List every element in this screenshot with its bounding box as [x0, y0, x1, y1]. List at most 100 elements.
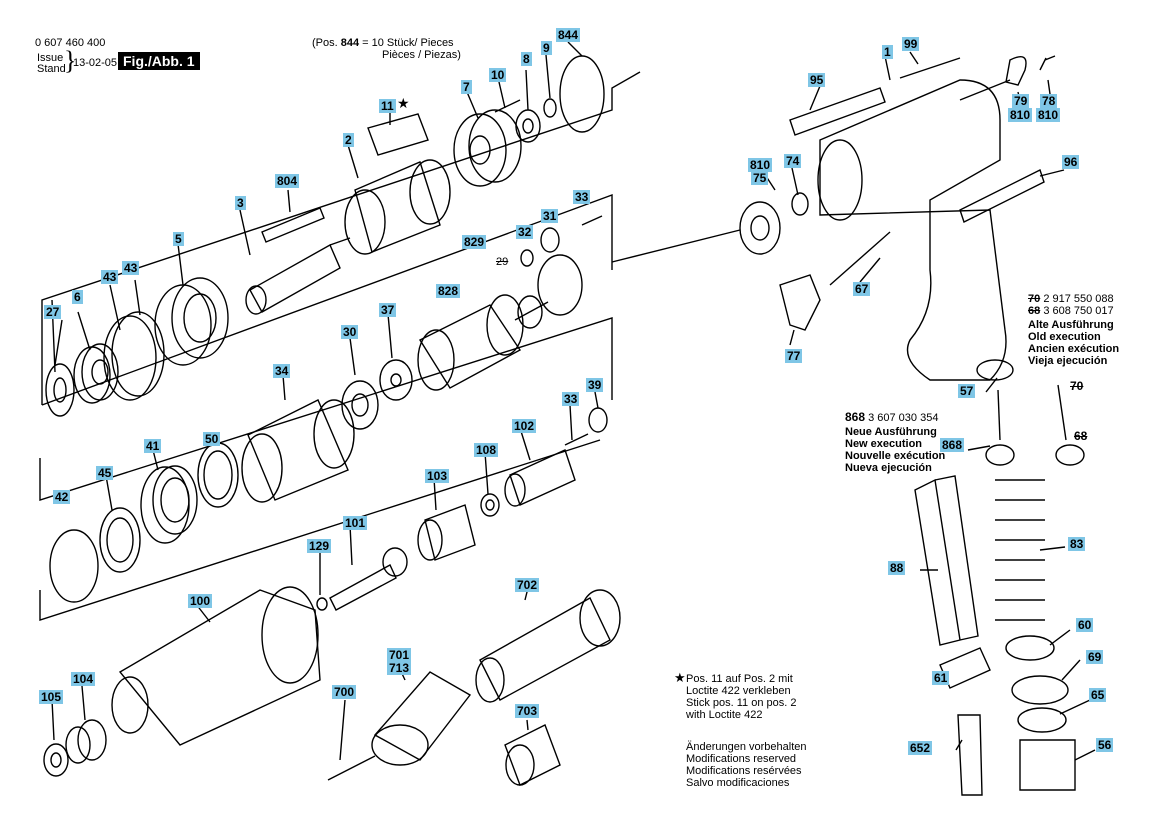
part-label: 79 — [1012, 94, 1030, 108]
issue-label: Issue — [37, 52, 64, 64]
part-703-shape — [504, 724, 561, 786]
part-100-shape — [118, 589, 321, 746]
modifications-line: Modifications resérvées — [686, 765, 802, 777]
part-8-shape — [515, 109, 541, 143]
new-num-868: 3 607 030 354 — [868, 412, 939, 424]
part-33a-shape — [581, 215, 603, 226]
pos-note-suffix: = 10 Stück/ Pieces — [359, 37, 454, 49]
part-103-shape — [424, 504, 476, 561]
part-label: 804 — [275, 174, 300, 188]
part-label: 43 — [101, 270, 119, 284]
part-37-shape — [379, 359, 413, 401]
part-129-shape — [316, 597, 328, 611]
part-label: 57 — [958, 384, 976, 398]
old-execution-text: Vieja ejecución — [1028, 355, 1108, 367]
part-43-shape — [103, 315, 157, 401]
star-note-line: with Loctite 422 — [686, 709, 763, 721]
part-label: 42 — [53, 490, 71, 504]
part-label: 2 — [343, 133, 354, 147]
star-note-icon: ★ — [674, 670, 686, 685]
part-label: 652 — [908, 741, 933, 755]
frame-line-lower — [39, 317, 613, 501]
part-label: 75 — [751, 171, 769, 185]
part-label: 713 — [387, 661, 412, 675]
part-42-shape — [49, 529, 99, 603]
part-label: 34 — [273, 364, 291, 378]
part-77-shape — [779, 274, 821, 331]
part-95-shape — [789, 87, 886, 136]
part-3-shape — [249, 244, 341, 313]
part-102-shape — [509, 449, 576, 506]
old-num-70: 2 917 550 088 — [1043, 293, 1114, 305]
part-56-shape — [1019, 739, 1076, 791]
part-83-shape — [995, 479, 1045, 621]
struck-label: 68 — [1074, 429, 1088, 443]
part-79-shape — [1005, 56, 1027, 86]
part-label: 103 — [425, 469, 450, 483]
part-label: 105 — [39, 690, 64, 704]
part-label: 104 — [71, 672, 96, 686]
part-label: 41 — [144, 439, 162, 453]
old-pos-70: 70 — [1028, 293, 1041, 305]
part-88-shape — [914, 475, 979, 646]
part-label: 88 — [888, 561, 906, 575]
part-label: 3 — [235, 196, 246, 210]
part-105-shape — [43, 743, 69, 777]
document-number: 0 607 460 400 — [35, 37, 106, 49]
part-label: 108 — [474, 443, 499, 457]
part-868-shape — [997, 389, 1001, 441]
part-7-shape — [453, 113, 507, 187]
part-label: 77 — [785, 349, 803, 363]
part-101-shape — [329, 564, 397, 611]
frame-line-bottom — [39, 439, 601, 621]
old-execution-text: Alte Ausführung — [1028, 319, 1114, 331]
part-label: 33 — [562, 392, 580, 406]
star-note-line: Loctite 422 verkleben — [686, 685, 791, 697]
part-label: 129 — [307, 539, 332, 553]
star-icon: ★ — [397, 95, 410, 111]
pos-note-line2: Pièces / Piezas) — [382, 49, 461, 61]
frame-line-mid — [41, 193, 613, 406]
part-1-shape — [819, 79, 1007, 381]
pos-note-number: 844 — [340, 37, 360, 49]
part-label: 10 — [489, 68, 507, 82]
part-74-shape — [791, 192, 809, 216]
part-label: 100 — [188, 594, 213, 608]
part-39-shape — [588, 407, 608, 433]
part-label: 32 — [516, 225, 534, 239]
part-78-shape — [1039, 55, 1056, 71]
part-10-shape — [494, 99, 521, 113]
part-99-shape — [899, 57, 961, 79]
part-96-shape — [959, 169, 1045, 223]
part-804-shape — [261, 207, 325, 243]
part-label: 828 — [436, 284, 461, 298]
part-32-shape — [520, 249, 534, 267]
struck-label: 70 — [1070, 379, 1084, 393]
part-60-shape — [1005, 635, 1055, 661]
part-31-shape — [540, 227, 560, 253]
part-41-shape — [140, 466, 190, 544]
pos-note-prefix: (Pos. — [312, 37, 341, 49]
stand-label: Stand — [37, 63, 66, 75]
issue-date: 13-02-05 — [73, 57, 118, 69]
part-label: 702 — [515, 578, 540, 592]
old-execution-text: Old execution — [1028, 331, 1101, 343]
part-label: 65 — [1089, 688, 1107, 702]
star-note-line: Pos. 11 auf Pos. 2 mit — [686, 673, 793, 685]
part-label: 95 — [808, 73, 826, 87]
part-label: 83 — [1068, 537, 1086, 551]
part-9-shape — [543, 98, 557, 118]
part-label: 6 — [72, 290, 83, 304]
new-execution-text: Nouvelle exécution — [845, 450, 946, 462]
part-label: 78 — [1040, 94, 1058, 108]
part-label: 50 — [203, 432, 221, 446]
brace-symbol: } — [64, 46, 77, 75]
part-label: 1 — [882, 45, 893, 59]
part-label: 69 — [1086, 650, 1104, 664]
part-45-shape — [99, 507, 141, 573]
part-829-shape — [537, 254, 583, 316]
modifications-line: Salvo modificaciones — [686, 777, 790, 789]
part-33b-shape — [564, 433, 589, 446]
part-label: 60 — [1076, 618, 1094, 632]
